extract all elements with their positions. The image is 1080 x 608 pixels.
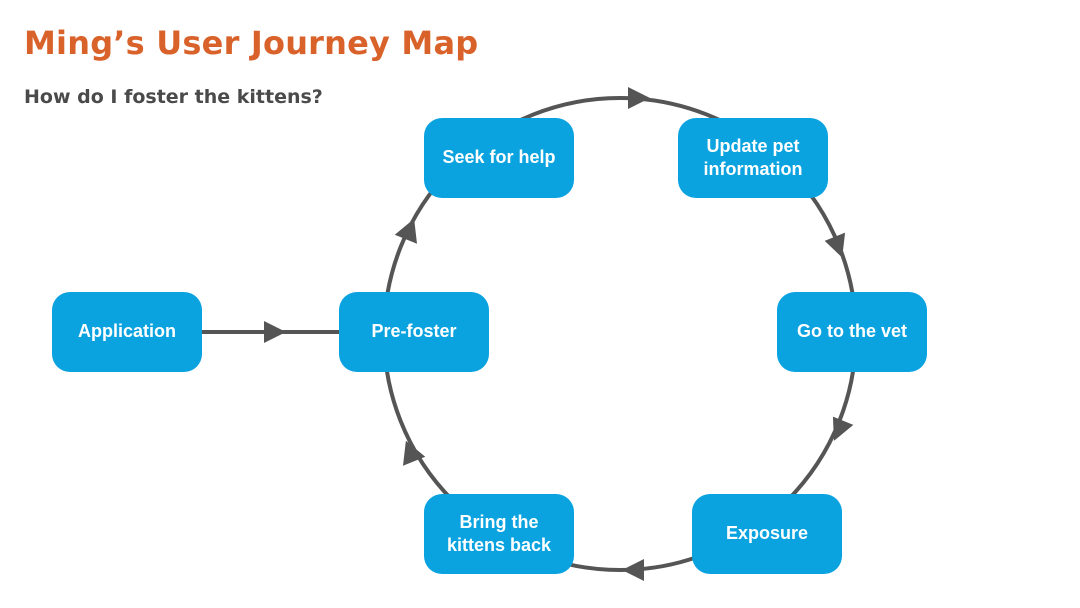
step-pre-foster-label: Pre-foster bbox=[371, 321, 457, 342]
step-go-to-the-vet[interactable]: Go to the vet bbox=[777, 292, 927, 372]
arrow-top bbox=[628, 87, 650, 109]
arrow-bottom bbox=[622, 559, 644, 581]
step-application[interactable]: Application bbox=[52, 292, 202, 372]
arrow-lower-left bbox=[402, 440, 426, 466]
page-title: Ming’s User Journey Map bbox=[24, 24, 479, 62]
step-exposure[interactable]: Exposure bbox=[692, 494, 842, 574]
arrow-upper-left bbox=[394, 218, 418, 244]
step-update-pet-information-label: Update pet information bbox=[703, 135, 803, 179]
page-subtitle: How do I foster the kittens? bbox=[24, 86, 323, 108]
step-application-label: Application bbox=[78, 321, 176, 342]
arrow-application-to-prefoster bbox=[264, 321, 286, 343]
step-go-to-the-vet-label: Go to the vet bbox=[796, 321, 907, 342]
step-seek-for-help-label: Seek for help bbox=[442, 147, 556, 168]
step-exposure-label: Exposure bbox=[725, 523, 809, 544]
arrow-lower-right bbox=[832, 416, 854, 441]
step-update-pet-information[interactable]: Update pet information bbox=[678, 118, 828, 198]
arrow-upper-right bbox=[824, 232, 846, 258]
step-bring-the-kittens-back-label: Bring the kittens back bbox=[446, 511, 552, 555]
step-pre-foster[interactable]: Pre-foster bbox=[339, 292, 489, 372]
step-seek-for-help[interactable]: Seek for help bbox=[424, 118, 574, 198]
step-bring-the-kittens-back[interactable]: Bring the kittens back bbox=[424, 494, 574, 574]
